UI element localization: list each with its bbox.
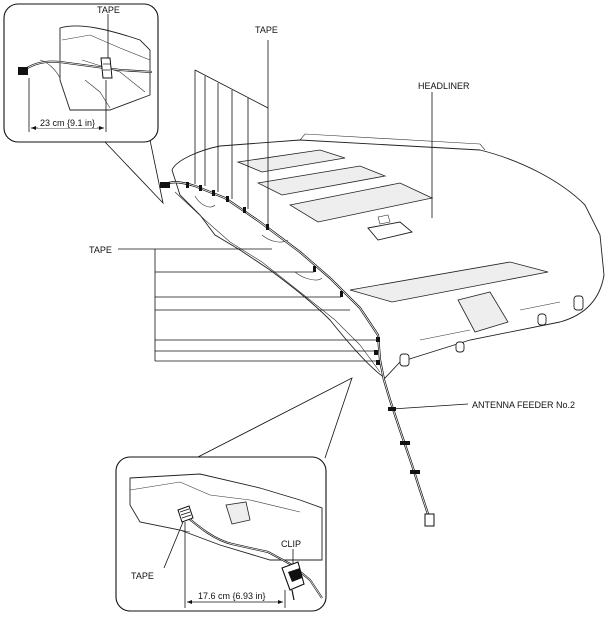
inset-clip <box>281 561 305 601</box>
headliner-rear-pad <box>349 261 549 303</box>
label-tape-top: TAPE <box>255 25 278 35</box>
connector-bottom <box>424 513 435 527</box>
feeder-clip-3 <box>410 470 420 474</box>
grab-hole-2 <box>537 313 547 326</box>
tape-marks <box>186 182 380 365</box>
inset-tape <box>100 57 113 79</box>
headliner-pad-2 <box>256 165 387 196</box>
headliner-pad-1 <box>236 149 346 173</box>
callout-top <box>3 3 164 205</box>
leader-lines <box>118 40 469 410</box>
label-tape-inset-top: TAPE <box>97 5 120 15</box>
label-dim-bottom: 17.6 cm {6.93 in} <box>198 591 266 601</box>
callout-bottom <box>115 377 353 612</box>
connector-top <box>160 182 170 188</box>
headliner <box>171 133 605 379</box>
grab-hole-3 <box>455 341 465 353</box>
label-headliner: HEADLINER <box>418 81 470 91</box>
grab-hole-4 <box>399 353 410 367</box>
dome-light <box>367 221 413 241</box>
label-antenna-feeder: ANTENNA FEEDER No.2 <box>472 400 575 410</box>
rear-cutout <box>457 291 509 333</box>
label-tape-left: TAPE <box>89 245 112 255</box>
label-clip: CLIP <box>281 539 301 549</box>
label-tape-inset-bottom: TAPE <box>131 571 154 581</box>
inset-bracket <box>225 501 251 525</box>
antenna-feeder-cable <box>160 181 435 527</box>
inset-connector <box>18 67 28 75</box>
feeder-clip-2 <box>400 441 410 445</box>
label-dim-top: 23 cm {9.1 in} <box>40 118 95 128</box>
inset-tape-hatched <box>177 505 194 523</box>
grab-hole-1 <box>573 295 584 311</box>
